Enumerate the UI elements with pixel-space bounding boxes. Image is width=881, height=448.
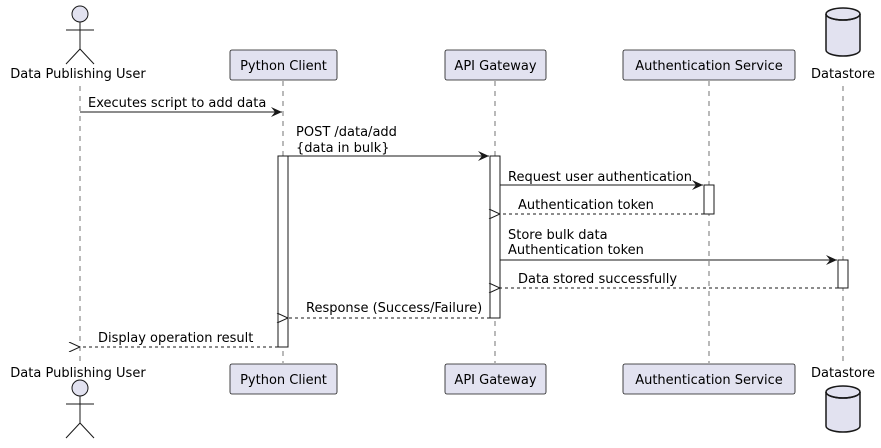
activation-bar-datastore	[837, 259, 849, 289]
database-icon	[825, 7, 861, 57]
activation-bar-authentication-service	[703, 184, 715, 215]
activation-bar-python-client	[277, 155, 289, 348]
participant-datastore-bottom: Datastore	[811, 366, 875, 433]
participant-box	[229, 363, 338, 395]
message-label: Response (Success/Failure)	[306, 301, 482, 316]
participant-python-client-top: Python Client	[229, 49, 338, 81]
message-executes-script: Executes script to add data	[80, 96, 282, 117]
message-data-stored-successfully: Data stored successfully	[500, 272, 838, 288]
participant-label: Python Client	[240, 59, 327, 74]
message-label: Store bulk data	[508, 228, 608, 243]
message-label-line2: Authentication token	[508, 243, 644, 258]
message-label: Request user authentication	[508, 170, 692, 185]
message-label: Display operation result	[98, 331, 253, 346]
participant-data-publishing-user-top: Data Publishing User	[10, 5, 146, 82]
participant-label: Authentication Service	[635, 373, 783, 388]
message-authentication-token-return: Authentication token	[500, 198, 704, 214]
message-label-line2: {data in bulk}	[296, 141, 390, 156]
participant-label: Datastore	[811, 67, 875, 82]
participant-authentication-service-bottom: Authentication Service	[622, 363, 796, 395]
message-label: POST /data/add	[296, 125, 397, 140]
participant-box	[444, 49, 547, 81]
message-store-bulk-data: Store bulk data Authentication token	[500, 228, 837, 265]
message-label: Data stored successfully	[518, 272, 677, 287]
actor-icon	[65, 5, 95, 65]
message-label: Executes script to add data	[88, 96, 266, 111]
participant-api-gateway-top: API Gateway	[444, 49, 547, 81]
activation-bars	[277, 155, 849, 348]
participant-label: Data Publishing User	[10, 366, 146, 381]
participant-box	[622, 363, 796, 395]
participant-datastore-top: Datastore	[811, 7, 875, 82]
participant-box	[229, 49, 338, 81]
message-request-user-authentication: Request user authentication	[500, 170, 703, 190]
database-icon	[825, 385, 861, 433]
activation-bar-api-gateway	[489, 155, 501, 319]
actor-icon	[65, 379, 95, 439]
participant-data-publishing-user-bottom: Data Publishing User	[10, 366, 146, 439]
participant-label: Data Publishing User	[10, 67, 146, 82]
message-post-data-add: POST /data/add {data in bulk}	[288, 125, 489, 161]
participant-label: API Gateway	[454, 373, 536, 388]
participant-api-gateway-bottom: API Gateway	[444, 363, 547, 395]
lifelines	[79, 81, 844, 363]
participant-label: Python Client	[240, 373, 327, 388]
participant-box	[622, 49, 796, 81]
participant-box	[444, 363, 547, 395]
message-response: Response (Success/Failure)	[288, 301, 490, 318]
participant-authentication-service-top: Authentication Service	[622, 49, 796, 81]
message-label: Authentication token	[518, 198, 654, 213]
participant-label: API Gateway	[454, 59, 536, 74]
participant-label: Authentication Service	[635, 59, 783, 74]
participant-python-client-bottom: Python Client	[229, 363, 338, 395]
participant-label: Datastore	[811, 366, 875, 381]
message-display-operation-result: Display operation result	[80, 331, 278, 347]
